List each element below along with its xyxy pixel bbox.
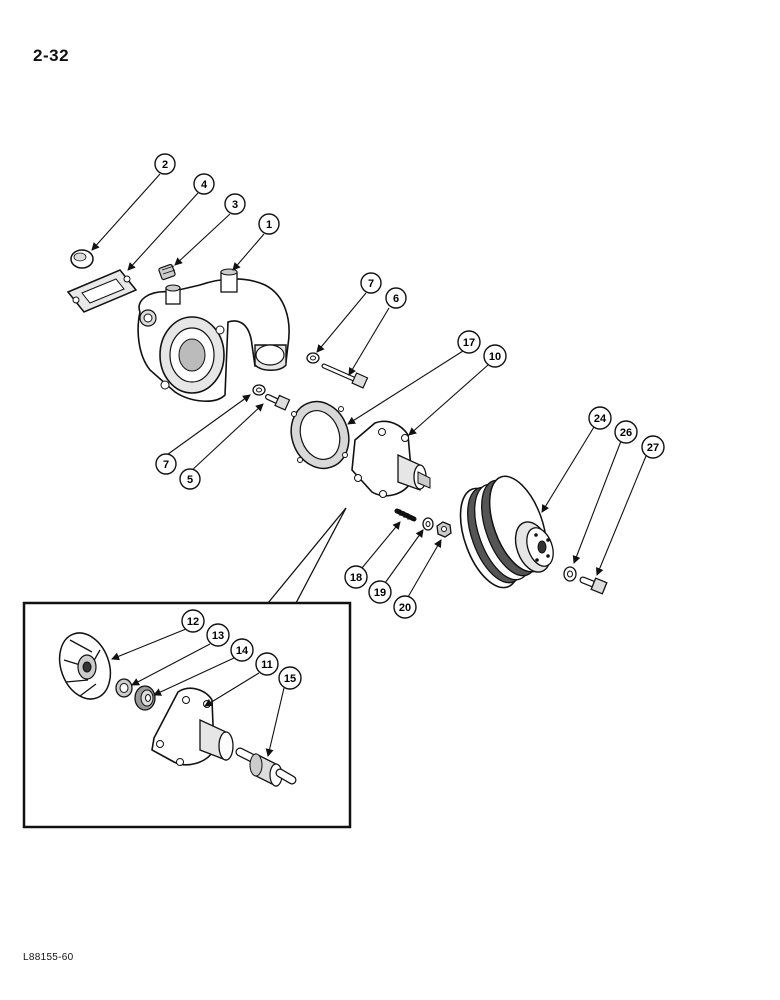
figure-code: L88155-60 <box>23 952 74 963</box>
svg-text:10: 10 <box>489 351 501 363</box>
callout-6: 6 <box>385 287 407 309</box>
callout-5: 5 <box>179 468 201 490</box>
part-pipe-plug <box>158 263 176 281</box>
svg-text:4: 4 <box>201 179 208 191</box>
svg-text:19: 19 <box>374 587 386 599</box>
part-washer-upper <box>306 352 320 364</box>
callout-3: 3 <box>224 193 246 215</box>
svg-text:2: 2 <box>162 159 168 171</box>
callout-12: 12 <box>181 609 205 633</box>
callout-10: 10 <box>483 344 507 368</box>
svg-text:11: 11 <box>261 659 273 671</box>
svg-text:26: 26 <box>620 427 632 439</box>
callout-11: 11 <box>255 652 279 676</box>
callout-18: 18 <box>344 565 368 589</box>
part-lockwasher <box>422 517 434 531</box>
page-number: 2-32 <box>33 46 70 65</box>
svg-text:7: 7 <box>368 278 374 290</box>
part-gasket <box>66 269 138 313</box>
svg-text:18: 18 <box>350 572 362 584</box>
callout-19: 19 <box>368 580 392 604</box>
part-washer-lower <box>252 384 266 396</box>
part-gasket-ring <box>290 400 350 470</box>
part-pulley-washer <box>563 566 577 582</box>
part-capscrew <box>579 576 608 595</box>
part-short-bolt <box>265 394 291 411</box>
svg-text:20: 20 <box>399 602 411 614</box>
part-long-bolt <box>321 363 369 389</box>
callout-7-lower: 7 <box>155 453 177 475</box>
callout-27: 27 <box>641 435 665 459</box>
callout-24: 24 <box>588 406 612 430</box>
svg-text:13: 13 <box>212 630 224 642</box>
callout-2: 2 <box>154 153 176 175</box>
callout-13: 13 <box>206 623 230 647</box>
part-pulley <box>459 475 554 589</box>
part-seal-ring <box>115 678 133 698</box>
svg-text:24: 24 <box>594 413 607 425</box>
part-seal <box>134 685 156 711</box>
svg-text:14: 14 <box>236 645 249 657</box>
svg-text:27: 27 <box>647 442 659 454</box>
part-stud <box>394 508 417 522</box>
callout-20: 20 <box>393 595 417 619</box>
callout-7-upper: 7 <box>360 272 382 294</box>
svg-text:17: 17 <box>463 337 475 349</box>
svg-text:1: 1 <box>266 219 272 231</box>
part-pump-housing <box>137 268 290 402</box>
svg-text:6: 6 <box>393 293 399 305</box>
part-pump-body <box>351 420 431 498</box>
part-shaft-bearing <box>235 747 297 788</box>
leader-lines <box>91 173 647 757</box>
callout-14: 14 <box>230 638 254 662</box>
detail-inset <box>22 507 352 829</box>
callout-1: 1 <box>258 213 280 235</box>
callout-4: 4 <box>193 173 215 195</box>
part-cap-plug <box>70 249 94 269</box>
svg-text:5: 5 <box>187 474 193 486</box>
callout-17: 17 <box>457 330 481 354</box>
part-pump-body-inset <box>151 687 234 766</box>
svg-text:7: 7 <box>163 459 169 471</box>
svg-text:15: 15 <box>284 673 296 685</box>
svg-text:3: 3 <box>232 199 238 211</box>
callout-26: 26 <box>614 420 638 444</box>
part-impeller <box>58 632 112 700</box>
callout-15: 15 <box>278 666 302 690</box>
svg-text:12: 12 <box>187 616 199 628</box>
part-nut <box>436 521 452 538</box>
